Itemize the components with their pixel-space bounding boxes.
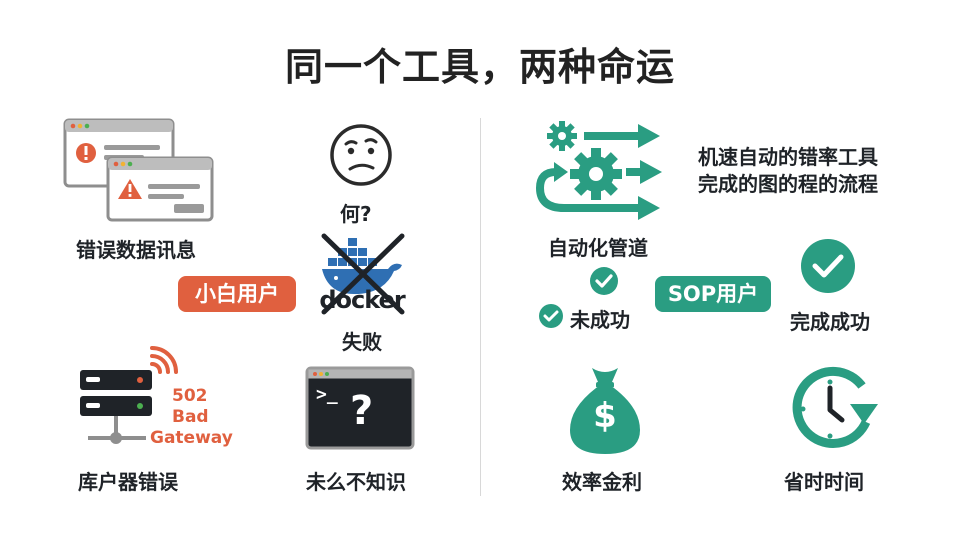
time-label: 省时时间 [784,470,864,494]
money-bag-icon [570,368,640,454]
confused-label: 何? [340,202,372,226]
pipeline-label: 自动化管道 [548,236,648,260]
server-error-text: 502 Bad Gateway [150,386,246,449]
docker-logo-text: docker [319,286,405,314]
check-circle-icon [590,267,618,295]
pipeline-description: 机速自动的错率工具 完成的图的程的流程 [698,144,878,198]
confused-face-icon [330,124,392,186]
terminal-label: 未么不知识 [306,470,406,494]
page-title: 同一个工具，两种命运 [284,45,675,89]
check-circle-icon [801,239,855,293]
error-windows-icon [63,118,214,222]
server-error-label: 库户器错误 [78,470,178,494]
description-line-2: 完成的图的程的流程 [698,172,878,196]
novice-user-badge: 小白用户 [178,276,296,312]
partial-success-label: 未成功 [570,308,630,332]
terminal-question-icon [305,366,415,450]
gear-pipeline-icon [535,121,662,220]
error-code: 502 [172,386,208,406]
complete-success-label: 完成成功 [790,310,870,334]
clock-arrow-icon [792,366,878,448]
dollar-symbol: $ [593,396,617,436]
check-circle-icon [539,304,563,328]
description-line-1: 机速自动的错率工具 [698,145,878,169]
error-data-label: 错误数据讯息 [76,238,196,262]
money-label: 效率金利 [562,470,642,494]
error-line-bad: Bad [172,407,209,427]
terminal-prompt: >_ [316,384,338,405]
crossed-docker-icon [321,233,405,315]
terminal-question-mark: ? [350,388,374,434]
center-divider [480,118,481,496]
sop-user-badge: SOP用户 [655,276,771,312]
docker-fail-label: 失败 [342,330,382,354]
server-wifi-icon [80,346,178,444]
error-line-gateway: Gateway [150,428,233,448]
